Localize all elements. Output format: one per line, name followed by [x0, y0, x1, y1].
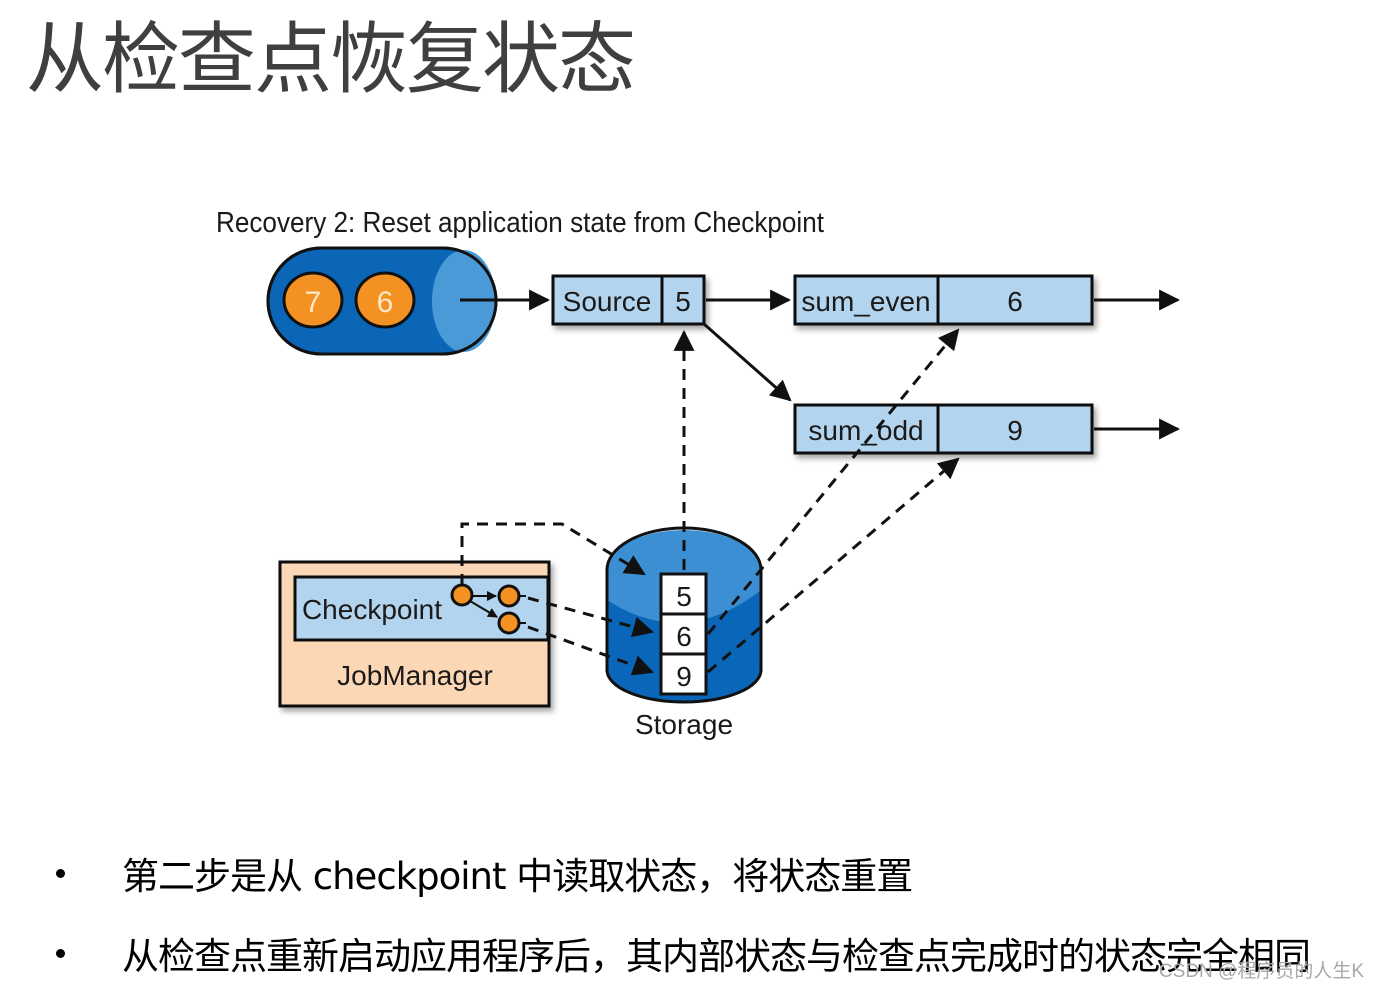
sum-even-operator — [793, 274, 1094, 326]
checkpoint-label: Checkpoint — [302, 594, 442, 625]
source-operator — [551, 274, 706, 326]
storage-to-sum-even-dashed-arrow — [706, 328, 960, 635]
checkpoint-to-storage-dashed-arrow — [527, 596, 655, 638]
bullet-text: 从检查点重新启动应用程序后，其内部状态与检查点完成时的状态完全相同 — [122, 935, 1311, 978]
sum-odd-operator — [793, 403, 1094, 455]
checkpoint-to-storage-dashed-arrow — [460, 522, 646, 585]
jobmanager-label: JobManager — [337, 660, 493, 691]
queue-record-value: 6 — [377, 286, 394, 319]
diagram-caption: Recovery 2: Reset application state from… — [216, 207, 824, 239]
storage-value: 5 — [676, 581, 692, 612]
bullet-icon — [56, 868, 65, 878]
queue-record-value: 7 — [305, 286, 322, 319]
dashed-flows — [460, 328, 960, 676]
storage-value-stack — [659, 572, 708, 696]
source-to-sum-odd-arrow — [703, 322, 792, 402]
bullet-item: 第二步是从 checkpoint 中读取状态，将状态重置 — [50, 846, 913, 900]
bullet-text: 第二步是从 checkpoint 中读取状态，将状态重置 — [122, 855, 913, 898]
source-state: 5 — [675, 286, 691, 317]
checkpoint-node-icon — [497, 611, 521, 635]
bullet-icon — [56, 948, 65, 958]
checkpoint-node-icon — [497, 584, 521, 608]
queue-record: 7 — [282, 271, 344, 329]
checkpoint-node-icon — [450, 583, 474, 607]
bullet-item: 从检查点重新启动应用程序后，其内部状态与检查点完成时的状态完全相同 — [50, 926, 1311, 980]
queue-record: 6 — [354, 271, 416, 329]
storage-label: Storage — [635, 709, 733, 740]
sum-even-label: sum_even — [801, 286, 930, 317]
sum-even-state: 6 — [1007, 286, 1023, 317]
storage-value: 6 — [676, 621, 692, 652]
watermark: CSDN @程序员的人生K — [1158, 961, 1364, 982]
checkpoint-graph — [450, 583, 526, 635]
storage-to-sum-odd-dashed-arrow — [707, 457, 960, 674]
checkpoint-to-storage-dashed-arrow — [527, 625, 654, 676]
slide-title: 从检查点恢复状态 — [26, 15, 636, 105]
source-label: Source — [563, 286, 652, 317]
storage-value: 9 — [676, 661, 692, 692]
recovery-diagram: Recovery 2: Reset application state from… — [216, 207, 1181, 740]
sum-odd-state: 9 — [1007, 415, 1023, 446]
